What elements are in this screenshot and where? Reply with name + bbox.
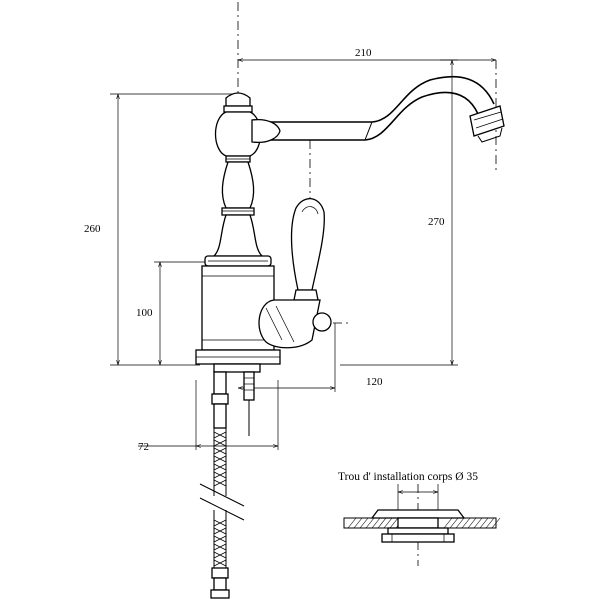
mounting-assembly [211, 363, 261, 568]
installation-hole-note: Trou d' installation corps Ø 35 [338, 471, 478, 483]
dim-total-height: 260 [84, 223, 101, 235]
dim-base-width: 72 [138, 441, 149, 453]
spout [268, 75, 505, 143]
hose-break-symbol [199, 483, 245, 521]
lever-handle [258, 198, 332, 349]
countertop-hatching [347, 517, 501, 529]
dim-body-height: 100 [136, 307, 153, 319]
dim-spout-reach: 210 [355, 47, 372, 59]
dim-spout-height: 270 [428, 216, 445, 228]
dim-handle-offset: 120 [366, 376, 383, 388]
installation-detail [343, 484, 501, 566]
hose-end-fitting [210, 567, 230, 599]
braided-hose-pattern [213, 431, 227, 567]
extension-lines [110, 59, 458, 450]
